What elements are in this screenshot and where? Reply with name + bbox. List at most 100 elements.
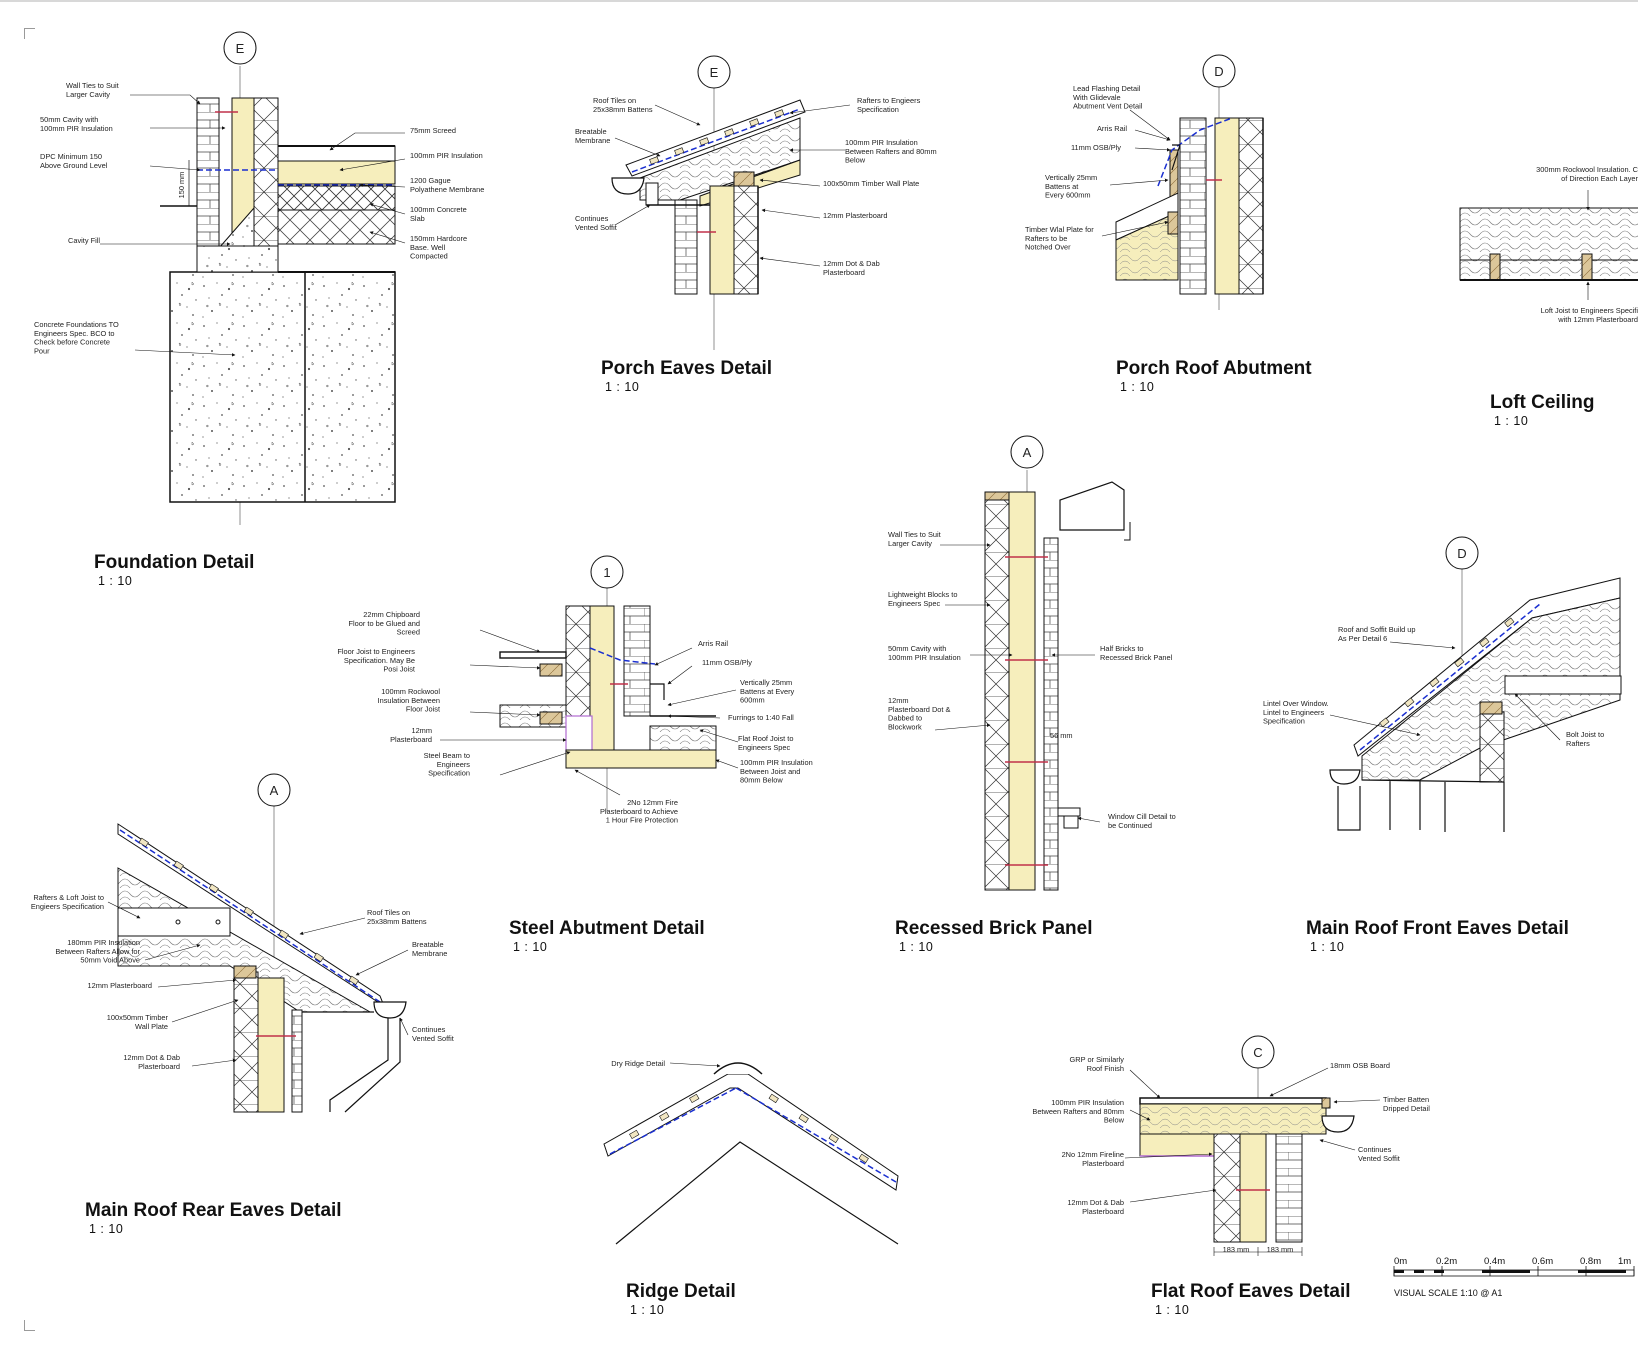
scale-tick-label: 0.6m (1532, 1256, 1554, 1267)
crop-mark (24, 28, 35, 39)
grid-bubble-foundation: E (223, 31, 257, 65)
ridge-detail-drawing (603, 1062, 899, 1245)
grid-bubble-steel-abutment: 1 (590, 555, 624, 589)
grid-bubble-porch-roof-abutment: D (1202, 54, 1236, 88)
detail-scale-ridge: 1 : 10 (630, 1303, 665, 1317)
scale-tick-label: 0.4m (1484, 1256, 1506, 1267)
detail-scale-porch-roof-abutment: 1 : 10 (1120, 380, 1155, 394)
detail-scale-porch-eaves: 1 : 10 (605, 380, 640, 394)
annotation-label: 18mm OSB Board (1330, 1061, 1390, 1070)
grid-bubble-main-rear-eaves: A (257, 773, 291, 807)
svg-text:C: C (1253, 1045, 1262, 1060)
annotation-label: Arris Rail (698, 639, 728, 648)
main-roof-rear-eaves-drawing (107, 806, 409, 1113)
svg-text:E: E (236, 41, 245, 56)
detail-title-main-roof-rear-eaves: Main Roof Rear Eaves Detail (85, 1200, 342, 1221)
grid-bubble-porch-eaves: E (697, 55, 731, 89)
recessed-brick-panel-drawing: 56 mm (934, 470, 1131, 891)
annotation-label: Furrings to 1:40 Fall (728, 713, 794, 722)
svg-text:E: E (710, 65, 719, 80)
scale-tick-label: 0m (1394, 1256, 1408, 1267)
detail-title-foundation: Foundation Detail (94, 552, 255, 573)
sheet-border (0, 0, 1638, 2)
detail-title-flat-roof-eaves: Flat Roof Eaves Detail (1151, 1281, 1351, 1302)
detail-scale-flat-roof-eaves: 1 : 10 (1155, 1303, 1190, 1317)
scale-tick-label: 1m (1618, 1256, 1632, 1267)
svg-text:1: 1 (603, 565, 610, 580)
foundation-detail-drawing: 150 mm (100, 66, 406, 525)
svg-text:A: A (270, 783, 279, 798)
crop-mark (24, 1320, 35, 1331)
dimension-label: 150 mm (177, 172, 186, 199)
porch-eaves-detail-drawing (611, 86, 851, 350)
annotation-label: 12mm Plasterboard (823, 211, 888, 220)
loft-ceiling-drawing (1459, 190, 1638, 300)
dimension-label: 183 mm (1223, 1245, 1250, 1254)
grid-markers: E E D A 1 D A C (223, 31, 1479, 1069)
annotation-label: 11mm OSB/Ply (702, 658, 752, 667)
scale-tick-label: 0.8m (1580, 1256, 1602, 1267)
annotation-label: 100x50mm Timber Wall Plate (823, 179, 919, 188)
annotation-label: 12mm Plasterboard (88, 981, 153, 990)
svg-text:A: A (1023, 445, 1032, 460)
detail-title-porch-eaves: Porch Eaves Detail (601, 358, 773, 379)
svg-text:D: D (1457, 546, 1466, 561)
grid-bubble-main-front-eaves: D (1445, 536, 1479, 570)
detail-scale-steel-abutment: 1 : 10 (513, 940, 548, 954)
detail-scale-main-roof-rear-eaves: 1 : 10 (89, 1222, 124, 1236)
grid-bubble-recessed-brick: A (1010, 435, 1044, 469)
detail-title-porch-roof-abutment: Porch Roof Abutment (1116, 358, 1312, 379)
svg-text:D: D (1214, 64, 1223, 79)
detail-scale-main-roof-front-eaves: 1 : 10 (1310, 940, 1345, 954)
detail-title-ridge: Ridge Detail (626, 1281, 736, 1302)
grid-bubble-flat-roof-eaves: C (1241, 1035, 1275, 1069)
steel-abutment-drawing (440, 586, 739, 812)
annotation-label: Arris Rail (1097, 124, 1127, 133)
detail-title-recessed-brick-panel: Recessed Brick Panel (895, 918, 1093, 939)
porch-roof-abutment-drawing (1101, 86, 1264, 310)
